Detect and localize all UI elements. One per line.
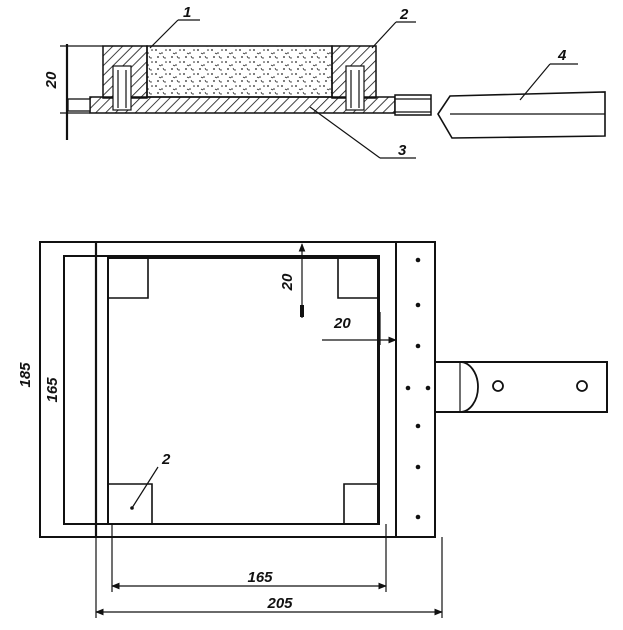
- callout-1: 1: [183, 4, 191, 21]
- inner-height-dimension: 165: [44, 377, 61, 403]
- side-bar-holes: [405, 257, 431, 520]
- callout-4: 4: [557, 47, 567, 64]
- handle-hole-1: [492, 380, 504, 392]
- corner-block-bottom-right: [343, 483, 378, 524]
- connector-block: [394, 94, 432, 116]
- inner-width-dimension: 165: [247, 569, 273, 586]
- cavity: [107, 257, 379, 525]
- handle-hole-2: [576, 380, 588, 392]
- height-dimension: 20: [43, 71, 60, 89]
- callout-2: 2: [399, 6, 409, 23]
- plan-view: 20 20 2 185 165 165 205: [17, 241, 608, 618]
- specimen: [146, 45, 333, 98]
- top-offset-dimension: 20: [279, 273, 296, 291]
- section-view: 20 1 2 3 4: [43, 4, 606, 159]
- corner-block-bottom-left: [108, 483, 153, 524]
- callout-3: 3: [398, 142, 407, 159]
- corner-block-top-left: [108, 257, 149, 299]
- side-offset-dimension: 20: [333, 315, 351, 332]
- left-stub: [67, 98, 91, 112]
- outer-height-dimension: 185: [17, 362, 34, 388]
- outer-plate: [39, 241, 436, 538]
- corner-block-top-right: [337, 258, 378, 299]
- plan-callout-2: 2: [161, 451, 171, 468]
- outer-width-dimension: 205: [266, 595, 293, 612]
